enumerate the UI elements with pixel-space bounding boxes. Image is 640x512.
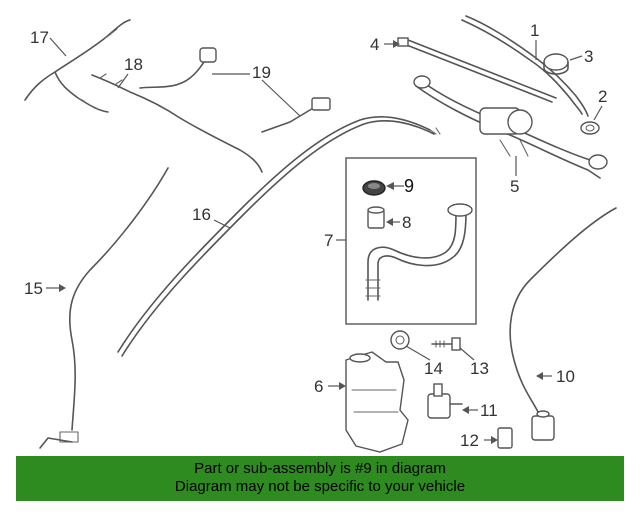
callout-14: 14	[405, 345, 443, 378]
callout-11: 11	[462, 401, 498, 420]
part-18-hose[interactable]	[91, 73, 263, 173]
part-19-harness[interactable]	[139, 47, 331, 133]
part-10-washer-hose[interactable]	[509, 207, 617, 441]
callout-19-label: 19	[252, 63, 271, 82]
part-6-washer-reservoir[interactable]	[345, 351, 409, 453]
callout-12-label: 12	[460, 431, 479, 450]
callout-10: 10	[536, 367, 575, 386]
banner-line-1: Part or sub-assembly is #9 in diagram	[194, 460, 446, 477]
callout-15-label: 15	[24, 279, 43, 298]
callout-1-label: 1	[530, 21, 539, 40]
callout-16-label: 16	[192, 205, 211, 224]
callout-17: 17	[30, 28, 67, 57]
part-2-nut[interactable]	[580, 121, 600, 135]
callout-13-label: 13	[470, 359, 489, 378]
part-17-washer-hose[interactable]	[24, 19, 131, 113]
callout-4: 4	[370, 35, 400, 54]
part-12-connector[interactable]	[497, 427, 513, 449]
part-4-wiper-blade[interactable]	[397, 37, 557, 103]
callout-14-label: 14	[424, 359, 443, 378]
callout-7-label: 7	[324, 231, 333, 250]
part-11-washer-pump[interactable]	[427, 383, 463, 419]
callout-6-label: 6	[314, 377, 323, 396]
part-7-filler-neck[interactable]	[365, 203, 473, 301]
part-3-cap[interactable]	[543, 53, 569, 75]
callout-3-label: 3	[584, 47, 593, 66]
callout-19: 19	[212, 63, 301, 117]
callout-17-label: 17	[30, 28, 49, 47]
callout-1: 1	[530, 21, 539, 60]
callout-8: 8	[386, 213, 411, 232]
callout-15: 15	[24, 279, 66, 298]
callout-4-label: 4	[370, 35, 379, 54]
part-5-wiper-linkage[interactable]	[413, 75, 608, 179]
info-banner: Part or sub-assembly is #9 in diagram Di…	[16, 456, 624, 501]
callout-3: 3	[569, 47, 593, 66]
callout-9: 9	[386, 176, 414, 196]
callout-18-label: 18	[124, 55, 143, 74]
callout-10-label: 10	[556, 367, 575, 386]
callout-2: 2	[593, 87, 607, 121]
part-7-filler-neck-box	[345, 157, 477, 325]
callout-11-label: 11	[480, 401, 498, 420]
callout-16: 16	[192, 205, 231, 229]
callout-13: 13	[459, 347, 489, 378]
callout-7: 7	[324, 231, 346, 250]
callout-12: 12	[460, 431, 498, 450]
callout-5-label: 5	[510, 177, 519, 196]
part-14-grommet[interactable]	[390, 330, 410, 350]
part-13-bolt[interactable]	[431, 337, 461, 351]
part-16-long-hose[interactable]	[117, 116, 441, 357]
callout-18: 18	[117, 55, 143, 89]
callout-5: 5	[510, 156, 519, 196]
part-8-seal[interactable]	[367, 206, 385, 229]
callout-2-label: 2	[598, 87, 607, 106]
callout-6: 6	[314, 377, 346, 396]
part-1-wiper-arm[interactable]	[461, 15, 589, 117]
part-15-rear-hose[interactable]	[39, 167, 169, 449]
callout-9-label: 9	[404, 176, 414, 196]
part-9-filler-cap[interactable]	[362, 180, 386, 196]
callout-8-label: 8	[402, 213, 411, 232]
banner-line-2: Diagram may not be specific to your vehi…	[174, 478, 466, 495]
